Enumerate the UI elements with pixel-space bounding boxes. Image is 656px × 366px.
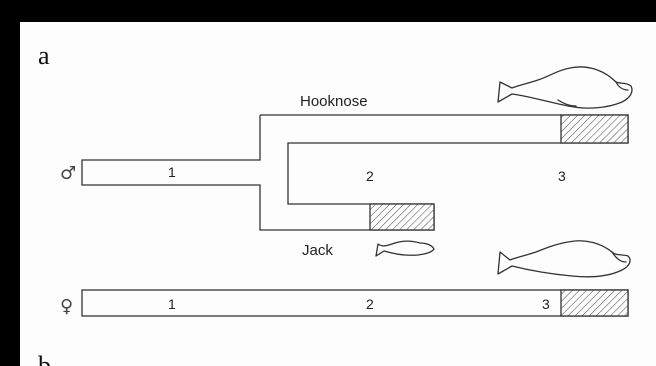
male-stage-3-label: 3	[558, 168, 566, 184]
panel-b-label: b	[38, 351, 51, 366]
hooknose-spawning-segment	[560, 114, 629, 144]
female-salmon-icon	[497, 240, 631, 278]
panel-a-label: a	[38, 41, 50, 70]
hooknose-salmon-icon	[497, 66, 633, 109]
female-stage-2-label: 2	[366, 296, 374, 312]
life-history-figure: a b ♂ Hooknose Jack 1 2 3 ♀ 1 2 3	[20, 22, 656, 366]
female-stage-1-label: 1	[168, 296, 176, 312]
female-spawning-segment	[560, 289, 629, 317]
male-symbol: ♂	[60, 163, 76, 184]
male-stage-1-label: 1	[168, 164, 176, 180]
life-history-diagram: a b ♂ Hooknose Jack 1 2 3 ♀ 1 2 3	[38, 41, 633, 366]
jack-salmon-icon	[375, 240, 435, 257]
hooknose-label: Hooknose	[300, 93, 368, 110]
female-symbol: ♀	[60, 296, 73, 317]
jack-label: Jack	[302, 242, 333, 259]
jack-spawning-segment	[369, 203, 435, 231]
female-stage-3-label: 3	[542, 296, 550, 312]
male-stage-2-label: 2	[366, 168, 374, 184]
